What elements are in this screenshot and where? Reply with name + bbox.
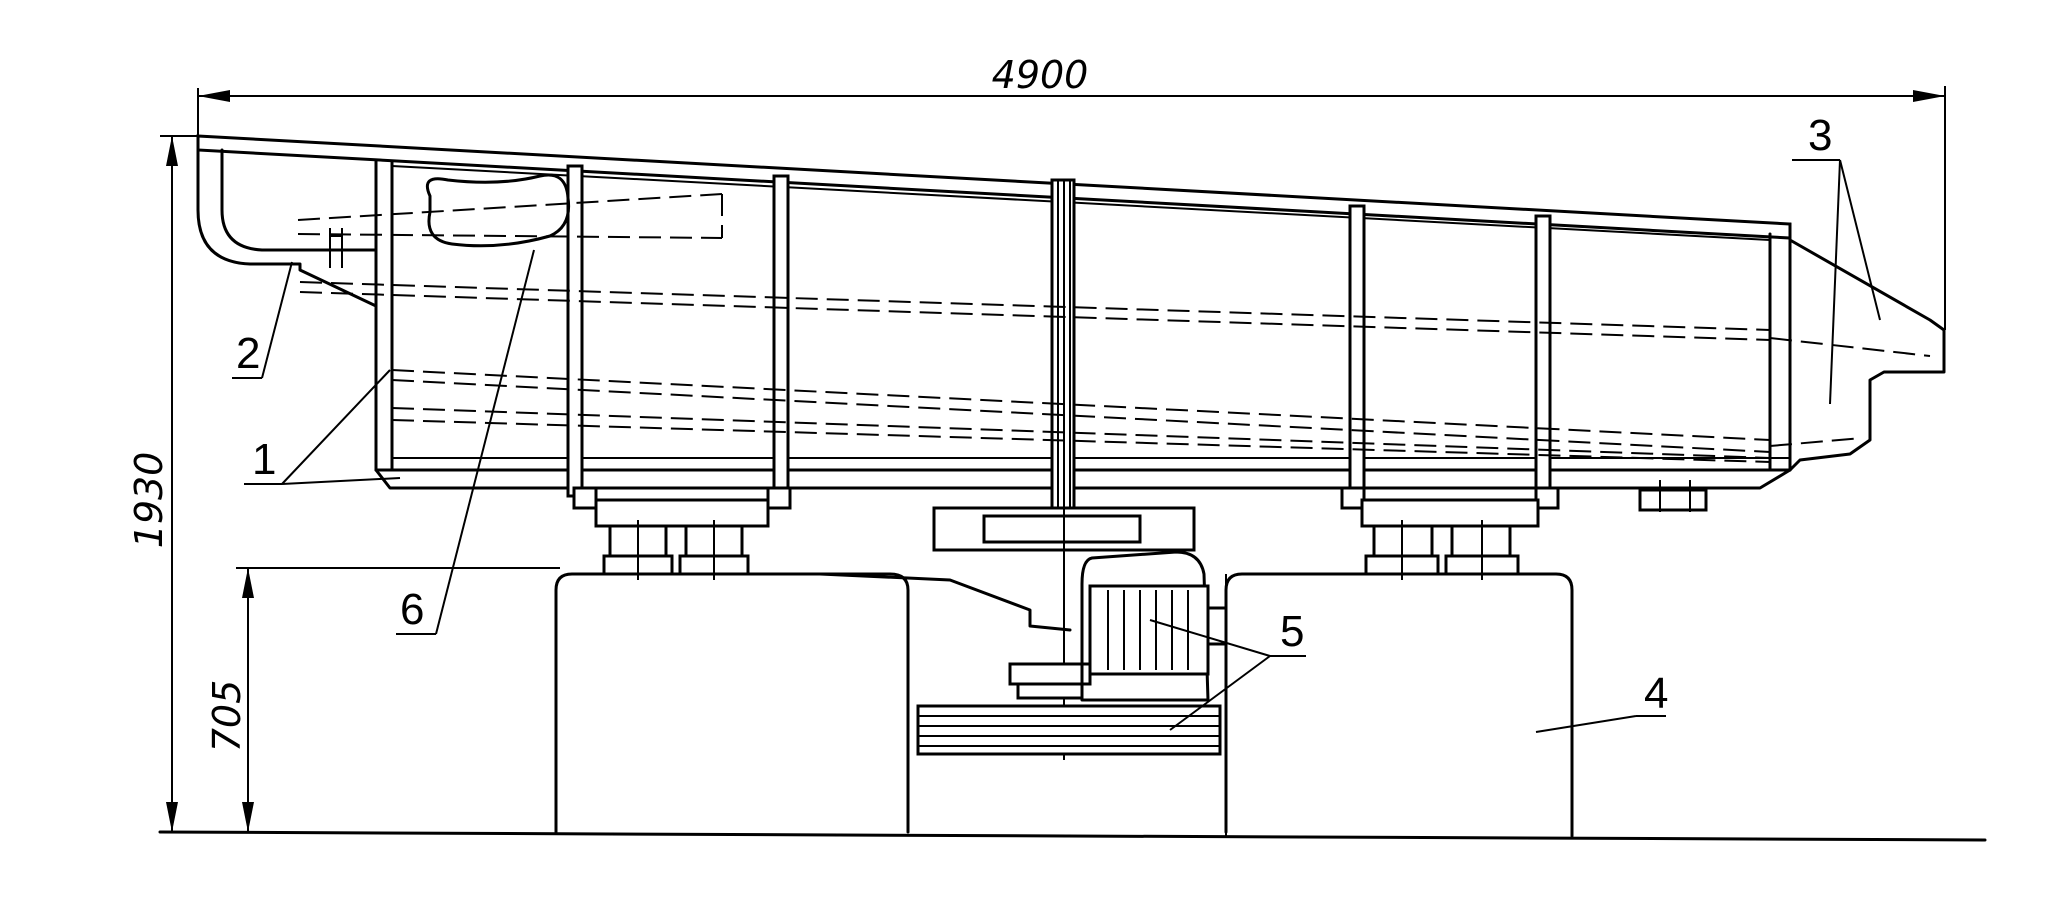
callout-2-label: 2 (236, 329, 260, 378)
spring-mount-left (572, 486, 792, 580)
dimension-base: 705 (205, 567, 560, 832)
spring-mount-right (1340, 486, 1560, 580)
callout-1: 1 (244, 369, 401, 485)
callout-5: 5 (1149, 607, 1306, 731)
callout-6: 6 (396, 249, 535, 635)
callout-6-label: 6 (400, 585, 424, 634)
callout-4-label: 4 (1644, 669, 1668, 718)
dimension-height-label: 1930 (127, 452, 171, 549)
electric-motor (1080, 550, 1228, 702)
callout-2: 2 (232, 261, 293, 379)
callout-3: 3 (1792, 111, 1881, 405)
drive-pulley (818, 572, 1222, 756)
callout-5-label: 5 (1280, 607, 1304, 656)
callout-3-label: 3 (1808, 111, 1832, 160)
callout-4: 4 (1535, 669, 1668, 733)
dimension-length: 4900 (197, 53, 1946, 330)
ground-line (158, 830, 1987, 842)
foundation-right-block (1224, 572, 1574, 838)
screen-box (196, 134, 1792, 512)
discharge-lip (1769, 222, 1946, 472)
foundation-left-block (554, 572, 910, 834)
dimension-length-label: 4900 (992, 53, 1089, 97)
dimension-height: 1930 (127, 135, 200, 832)
dimension-base-label: 705 (205, 680, 249, 753)
callout-1-label: 1 (252, 435, 276, 484)
discharge-bracket (1638, 480, 1708, 512)
